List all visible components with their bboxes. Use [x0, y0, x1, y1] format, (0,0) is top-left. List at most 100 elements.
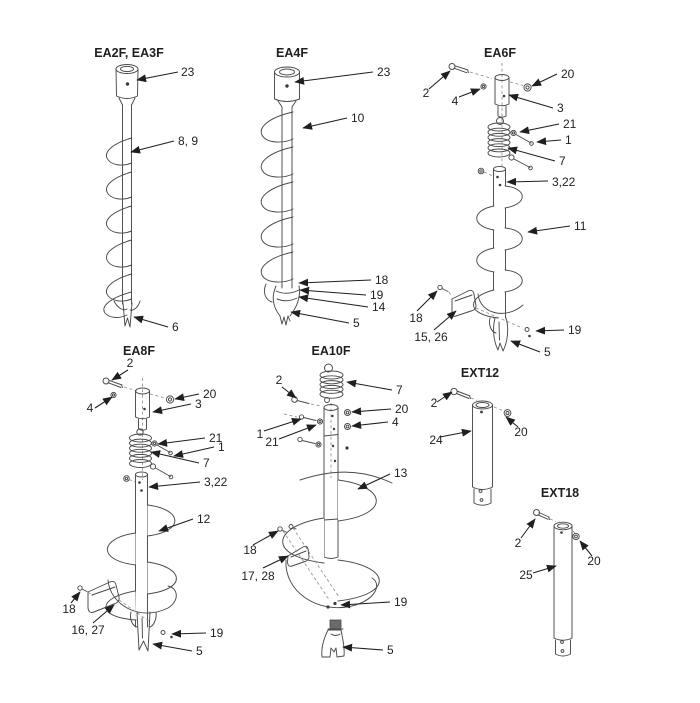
diagram-title-ea2f-ea3f: EA2F, EA3F	[94, 46, 164, 60]
callout-label-18: 18	[243, 543, 257, 557]
callout-leaders	[290, 71, 374, 324]
diagram-ea10f: EA10F	[241, 344, 409, 658]
callout-label-1: 1	[218, 440, 225, 454]
hex-bolt	[291, 396, 310, 404]
auger-shaft	[323, 404, 339, 559]
boring-point	[113, 300, 141, 328]
clevis-pin-upper	[151, 440, 173, 456]
auger-top-collar	[115, 64, 139, 106]
callout-label-17-28: 17, 28	[241, 569, 275, 583]
diagram-title-ea6f: EA6F	[484, 46, 516, 60]
callout-label-25: 25	[519, 568, 533, 582]
screw	[524, 327, 531, 338]
auger-flighting	[473, 185, 524, 319]
diagram-ext18: EXT18 2 20 25	[515, 486, 601, 657]
callout-leaders	[130, 71, 179, 328]
diagram-ea8f: EA8F	[62, 344, 227, 658]
callout-label-21: 21	[209, 431, 223, 445]
callout-leaders	[70, 369, 215, 652]
callout-label-18: 18	[409, 311, 423, 325]
screw	[160, 630, 173, 639]
callout-label-3-22: 3,22	[204, 475, 228, 489]
boring-head	[263, 283, 300, 326]
diagram-ea2f-ea3f: EA2F, EA3F 23 8, 9 6	[94, 46, 198, 334]
callout-label-13: 13	[394, 466, 408, 480]
clevis-pin-lower	[297, 436, 322, 448]
callout-label-14: 14	[372, 300, 386, 314]
callout-label-20: 20	[203, 387, 217, 401]
coupler-shaft	[494, 74, 510, 118]
auger-shaft	[281, 106, 293, 289]
callout-label-8-9: 8, 9	[178, 134, 198, 148]
auger-flighting	[282, 471, 393, 608]
callout-label-5: 5	[196, 644, 203, 658]
lock-nut	[523, 83, 532, 92]
callout-label-7: 7	[396, 383, 403, 397]
hex-bolt	[102, 377, 123, 388]
clevis-pin-upper	[510, 129, 534, 146]
clevis-pin-upper	[298, 414, 324, 425]
callout-label-3: 3	[557, 101, 564, 115]
callout-label-12: 12	[197, 512, 211, 526]
hex-bolt	[450, 387, 471, 399]
diagram-title-ea8f: EA8F	[123, 344, 155, 358]
callout-label-19: 19	[370, 288, 384, 302]
washer	[110, 391, 117, 399]
boring-point	[321, 619, 345, 658]
shield-blade	[77, 580, 151, 623]
callout-label-1: 1	[565, 133, 572, 147]
boring-point	[130, 611, 157, 652]
callout-label-2: 2	[515, 536, 522, 550]
lock-nut	[165, 395, 175, 404]
lock-nut	[503, 409, 512, 417]
callout-label-15-26: 15, 26	[414, 330, 448, 344]
callout-label-2: 2	[423, 86, 430, 100]
callout-label-18: 18	[62, 602, 76, 616]
callout-label-2: 2	[127, 356, 134, 370]
extension-tube	[553, 521, 573, 657]
extension-tube	[472, 400, 493, 506]
lock-nut	[572, 532, 580, 541]
auger-top-collar	[274, 66, 300, 108]
lock-nut-lower	[344, 423, 351, 450]
callout-label-10: 10	[351, 111, 365, 125]
callout-label-4: 4	[452, 94, 459, 108]
callout-label-23: 23	[181, 65, 195, 79]
callout-label-5: 5	[387, 643, 394, 657]
callout-label-4: 4	[87, 401, 94, 415]
callout-leaders	[416, 70, 571, 353]
diagram-ea4f: EA4F 2	[260, 46, 391, 330]
shear-spring	[129, 428, 152, 468]
callout-label-3-22: 3,22	[552, 175, 576, 189]
boring-point	[489, 317, 509, 352]
callout-label-1: 1	[257, 427, 264, 441]
screws	[326, 601, 337, 609]
callout-label-20: 20	[514, 425, 528, 439]
auger-flighting	[103, 137, 132, 318]
callout-label-3: 3	[195, 397, 202, 411]
diagram-title-ext12: EXT12	[461, 366, 499, 380]
lock-nut-upper	[344, 409, 351, 416]
washer	[480, 83, 487, 90]
callout-label-20: 20	[395, 402, 409, 416]
shear-spring	[487, 117, 511, 158]
callout-label-24: 24	[429, 433, 443, 447]
hex-bolt	[533, 509, 550, 520]
callout-label-5: 5	[544, 345, 551, 359]
callout-leaders	[520, 518, 593, 574]
shield-blade	[277, 524, 340, 602]
diagram-ea6f: EA6F	[409, 46, 586, 359]
callout-label-20: 20	[561, 67, 575, 81]
callout-label-21: 21	[563, 117, 577, 131]
callout-leaders	[436, 391, 519, 438]
callout-label-11: 11	[574, 219, 587, 233]
auger-flighting	[260, 111, 294, 283]
callout-label-16-27: 16, 27	[71, 623, 105, 637]
callout-label-2: 2	[431, 396, 438, 410]
callout-label-4: 4	[392, 415, 399, 429]
diagram-title-ea10f: EA10F	[312, 344, 351, 358]
callout-leaders	[252, 379, 393, 652]
callout-label-18: 18	[375, 273, 389, 287]
callout-label-7: 7	[203, 456, 210, 470]
